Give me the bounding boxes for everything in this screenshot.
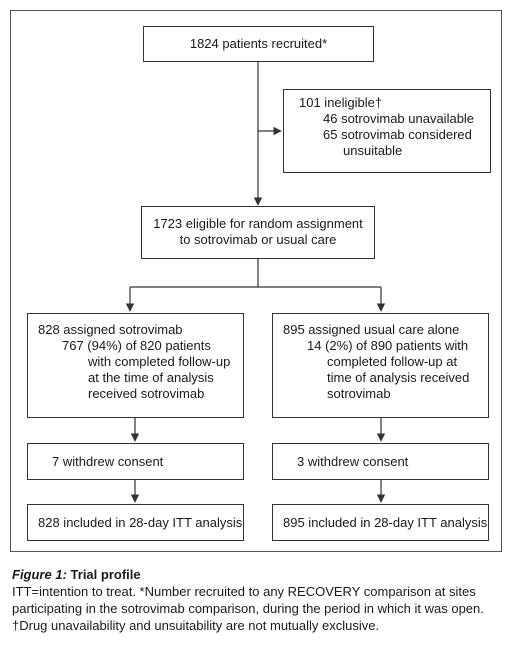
- usual-care-assigned: 895 assigned usual care alone: [283, 322, 460, 337]
- ineligible-unsuitable: 65 sotrovimab considered: [323, 127, 472, 142]
- sotrovimab-received-1: 767 (94%) of 820 patients: [62, 338, 211, 353]
- usual-care-received-4: sotrovimab: [327, 386, 391, 401]
- box-usual-care-arm: 895 assigned usual care alone 14 (2%) of…: [272, 313, 489, 418]
- caption-title: Figure 1: Trial profile: [12, 566, 507, 583]
- box-sotrovimab-arm: 828 assigned sotrovimab 767 (94%) of 820…: [27, 313, 244, 418]
- caption-title-text: Trial profile: [70, 567, 141, 582]
- caption-text: ITT=intention to treat. *Number recruite…: [12, 584, 484, 633]
- sotrovimab-received-2: with completed follow-up: [88, 354, 231, 369]
- box-itt-right: 895 included in 28-day ITT analysis: [272, 504, 489, 541]
- box-withdrew-left: 7 withdrew consent: [27, 443, 244, 480]
- box-withdrew-right: 3 withdrew consent: [272, 443, 489, 480]
- diagram-panel: [10, 10, 502, 552]
- usual-care-received-3: time of analysis received: [327, 370, 470, 385]
- sotrovimab-received-3: at the time of analysis: [88, 370, 214, 385]
- figure-caption: Figure 1: Trial profile ITT=intention to…: [12, 566, 507, 634]
- ineligible-unavailable: 46 sotrovimab unavailable: [323, 111, 475, 126]
- withdrew-right-text: 3 withdrew consent: [297, 454, 409, 469]
- ineligible-unsuitable-cont: unsuitable: [343, 143, 403, 158]
- box-recruited: 1824 patients recruited*: [143, 26, 374, 62]
- ineligible-total: 101 ineligible†: [299, 95, 383, 110]
- usual-care-received-1: 14 (2%) of 890 patients with: [307, 338, 469, 353]
- box-eligible: 1723 eligible for random assignment to s…: [141, 206, 375, 259]
- sotrovimab-received-4: received sotrovimab: [88, 386, 205, 401]
- itt-right-text: 895 included in 28-day ITT analysis: [283, 515, 488, 530]
- sotrovimab-assigned: 828 assigned sotrovimab: [38, 322, 183, 337]
- usual-care-received-2: completed follow-up at: [327, 354, 458, 369]
- eligible-line-2: to sotrovimab or usual care: [179, 232, 337, 247]
- withdrew-left-text: 7 withdrew consent: [52, 454, 164, 469]
- itt-left-text: 828 included in 28-day ITT analysis: [38, 515, 243, 530]
- box-itt-left: 828 included in 28-day ITT analysis: [27, 504, 244, 541]
- box-recruited-line: 1824 patients recruited*: [189, 36, 328, 51]
- box-ineligible: 101 ineligible† 46 sotrovimab unavailabl…: [283, 89, 491, 173]
- caption-figure-label: Figure 1:: [12, 567, 67, 582]
- eligible-line-1: 1723 eligible for random assignment: [153, 216, 363, 231]
